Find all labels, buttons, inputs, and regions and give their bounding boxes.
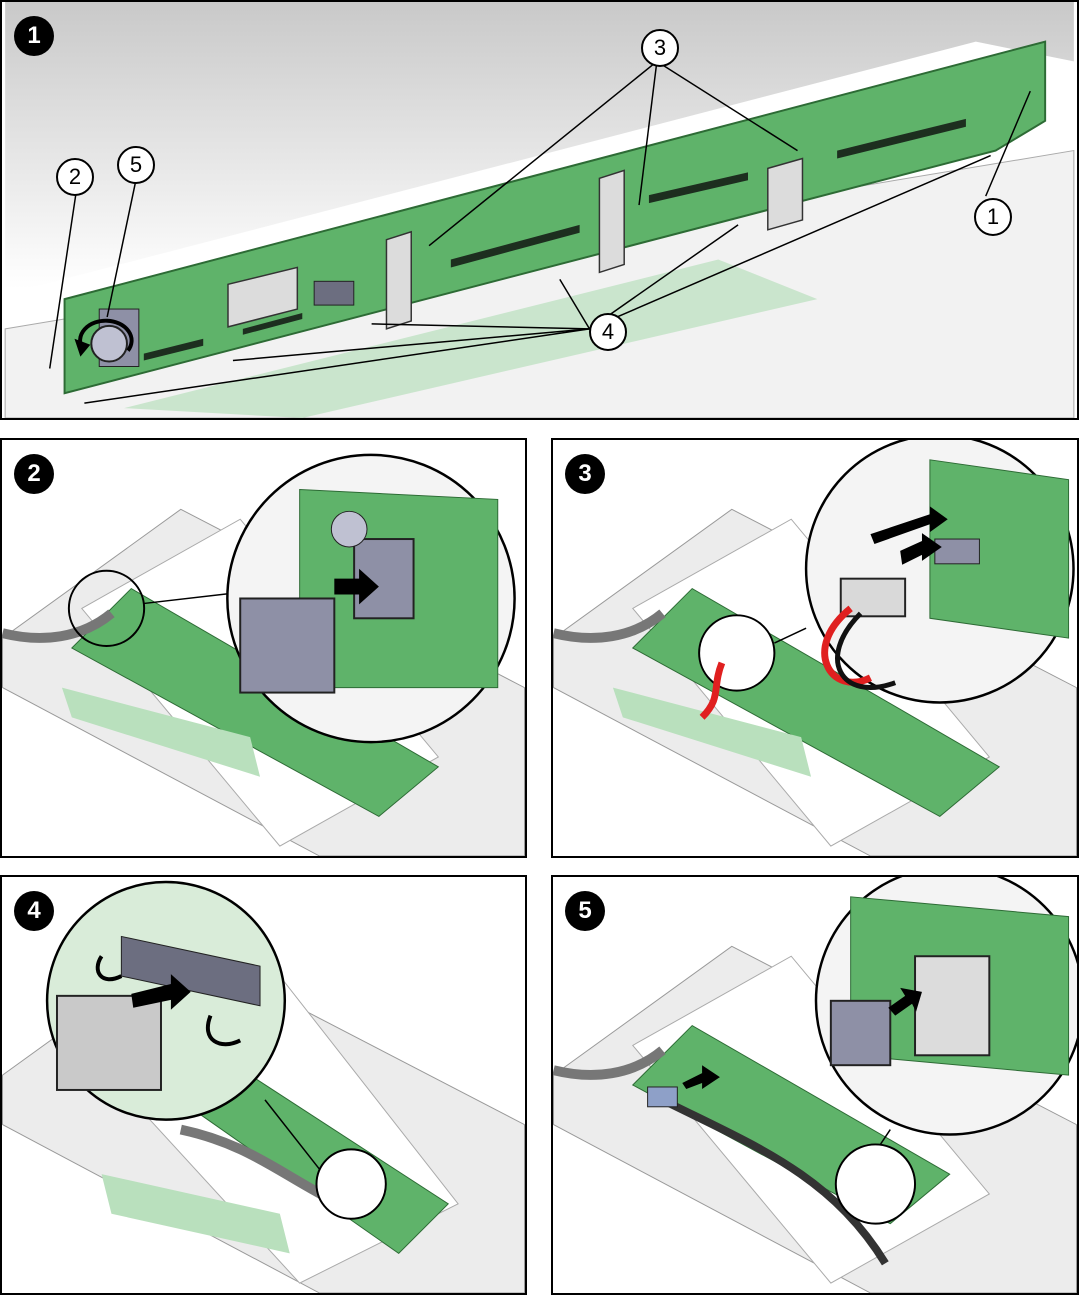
rotate-arrow: [78, 318, 134, 352]
step-number-badge: 2: [14, 454, 54, 494]
cable-bundle: [2, 609, 115, 643]
leader-lines: [48, 60, 1031, 404]
zoom-latch-connector: [120, 935, 261, 1007]
cable-connector: [647, 1086, 678, 1108]
insert-arrow-2: [870, 506, 948, 544]
floor-pcb: [61, 687, 261, 777]
insert-arrow: [334, 568, 379, 605]
backplane-board: [71, 587, 440, 817]
thumbscrew: [90, 324, 128, 363]
step-number-badge: 5: [565, 891, 605, 931]
cable-bundle: [553, 1046, 666, 1080]
sas-cable-illustration: [553, 440, 1077, 856]
step-number-badge: 1: [14, 16, 54, 56]
backplane-overview-illustration: [4, 2, 1075, 418]
backplane-board: [63, 40, 1047, 395]
cable-bundle: [553, 609, 666, 643]
floor-pcb: [101, 1174, 290, 1254]
insert-arrow-2: [888, 987, 922, 1016]
detail-leader: [264, 1099, 321, 1170]
detail-circle-small: [834, 1143, 917, 1225]
insert-arrow: [131, 974, 191, 1010]
zoom-board-connector: [934, 538, 980, 565]
signal-cable-illustration: [2, 880, 525, 1293]
callout-4: 4: [589, 313, 627, 351]
detail-leader: [879, 1129, 891, 1145]
power-cable-illustration: [2, 453, 525, 856]
zoom-red-cable: [821, 605, 873, 686]
step-5-panel: 5: [551, 875, 1079, 1295]
rotate-arrowhead: [74, 338, 91, 357]
red-cable-small: [699, 661, 726, 720]
detail-leader: [774, 627, 807, 644]
floor-pcb: [612, 687, 812, 777]
callout-3: 3: [641, 29, 679, 67]
drive-slots: [143, 118, 966, 361]
callout-1: 1: [974, 198, 1012, 236]
zoom-thumbscrew: [330, 510, 368, 548]
latch-arrow-left: [95, 955, 123, 982]
zoom-cable-plug: [55, 994, 162, 1091]
chassis-lid: [5, 2, 1074, 290]
insert-arrow: [682, 1065, 720, 1089]
detail-leader: [144, 592, 231, 605]
zoom-black-cable: [835, 611, 897, 690]
callout-2: 2: [56, 158, 94, 196]
detail-circle-small: [698, 614, 776, 692]
detail-circle-small: [315, 1148, 387, 1220]
zoom-board: [929, 459, 1070, 639]
flat-cable: [660, 1096, 889, 1266]
bracket-install-illustration: [553, 877, 1077, 1293]
latch-arrow-right: [206, 1014, 242, 1047]
power-connector: [313, 280, 355, 306]
step-2-panel: 2: [0, 438, 527, 858]
step-number-badge: 4: [14, 891, 54, 931]
brackets: [227, 157, 804, 330]
zoom-cable-connector: [239, 597, 336, 694]
zoom-bracket: [914, 955, 991, 1057]
step-3-panel: 3: [551, 438, 1079, 858]
detail-circle-small: [67, 569, 146, 648]
step-4-panel: 4: [0, 875, 527, 1295]
step-number-badge: 3: [565, 454, 605, 494]
zoom-module: [829, 999, 892, 1067]
insert-arrow: [900, 533, 942, 565]
step-1-panel: 1 1 2 3 4 5: [0, 0, 1079, 420]
callout-5: 5: [117, 146, 155, 184]
